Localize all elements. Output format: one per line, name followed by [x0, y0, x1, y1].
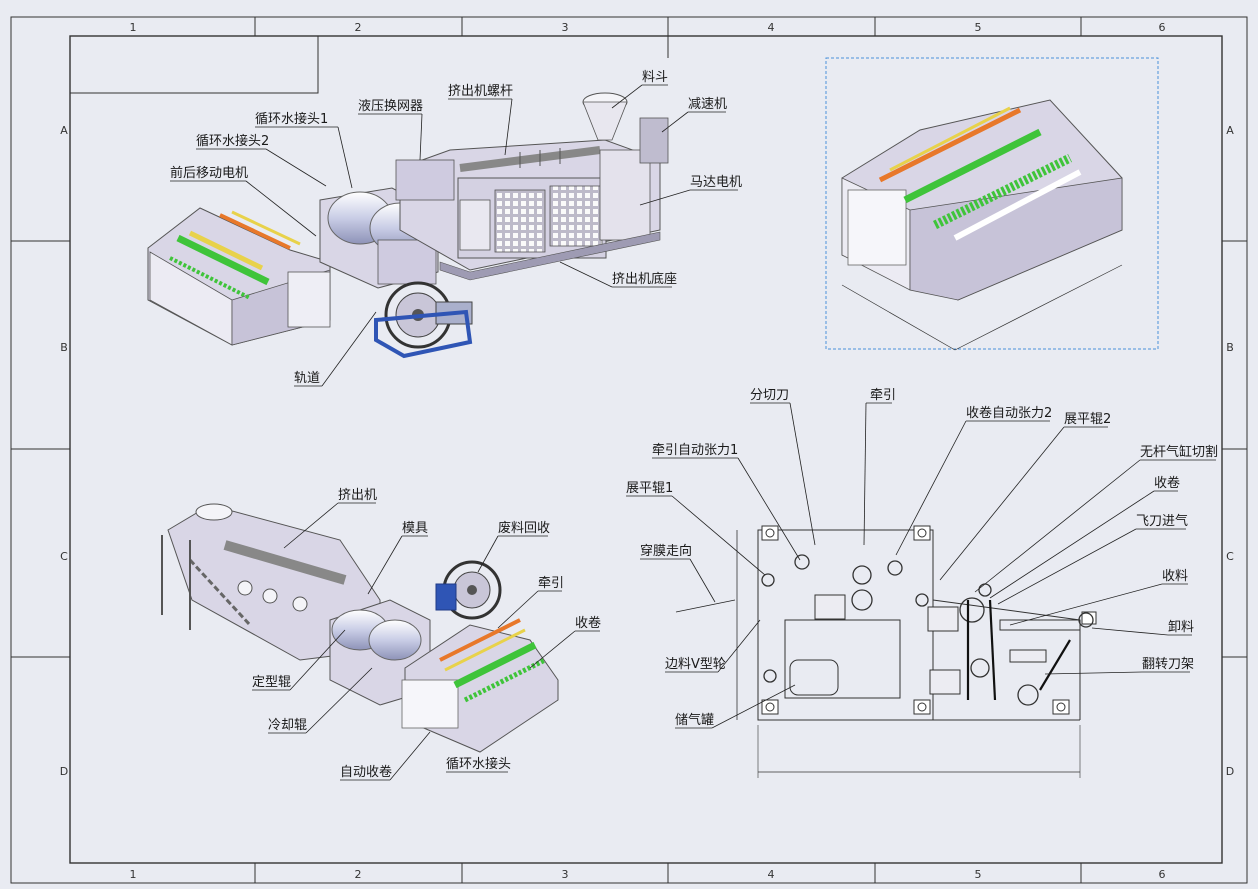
callout-spread-roll-2: 展平辊2: [1064, 412, 1111, 427]
callout-track: 轨道: [294, 371, 320, 386]
iso-view-rear: [161, 503, 559, 753]
callout-air-tank: 储气罐: [675, 712, 714, 728]
row-label-right-a: A: [1226, 124, 1234, 137]
col-label-top-6: 6: [1159, 21, 1166, 34]
col-label-bottom-5: 5: [975, 868, 982, 881]
waste-reel-top: [374, 281, 473, 359]
winder-unit-left: [147, 207, 331, 346]
winder-unit-bottom: [401, 618, 559, 753]
column-labels-top: 1 2 3 4 5 6: [130, 21, 1166, 34]
callout-rodless-cut: 无杆气缸切割: [1140, 444, 1218, 460]
callout-cooling-roll: 冷却辊: [268, 718, 307, 733]
column-labels-bottom: 1 2 3 4 5 6: [130, 868, 1166, 881]
callout-waste-recycle: 废料回收: [498, 520, 550, 536]
waste-reel-bottom: [435, 560, 502, 620]
col-label-bottom-6: 6: [1159, 868, 1166, 881]
callout-spread-roll-1: 展平辊1: [626, 481, 673, 496]
callout-traction: 牵引: [538, 576, 564, 591]
row-label-left-b: B: [60, 341, 68, 354]
plan-view: [736, 525, 1097, 778]
callout-base: 挤出机底座: [612, 271, 677, 287]
callout-hydraulic-changer: 液压换网器: [358, 99, 423, 114]
row-labels-right: A B C D: [1226, 124, 1234, 778]
col-label-bottom-1: 1: [130, 868, 137, 881]
col-label-top-2: 2: [355, 21, 362, 34]
col-label-top-1: 1: [130, 21, 137, 34]
callout-plan-winding: 收卷: [1154, 475, 1180, 491]
callouts-bottom-left: 挤出机 模具 废料回收 牵引 收卷 定型辊 冷却辊 自动收卷 循环水接头: [252, 488, 601, 781]
row-label-right-d: D: [1226, 765, 1234, 778]
callout-traction-tension-1: 牵引自动张力1: [652, 443, 738, 458]
iso-view-main-line: [147, 92, 669, 359]
col-label-top-5: 5: [975, 21, 982, 34]
callout-auto-winding: 自动收卷: [340, 764, 392, 780]
row-labels-left: A B C D: [60, 124, 68, 778]
iso-detail-winder: [825, 57, 1159, 351]
callout-flip-knife-rack: 翻转刀架: [1142, 657, 1194, 672]
row-label-right-b: B: [1226, 341, 1234, 354]
callouts-top: 料斗 挤出机螺杆 液压换网器 循环水接头1 循环水接头2 前后移动电机 减速机 …: [170, 70, 742, 387]
callout-screw: 挤出机螺杆: [448, 84, 513, 99]
detail-view-frame: [825, 57, 1159, 350]
callout-plan-traction: 牵引: [870, 388, 896, 403]
callout-winding-tension-2: 收卷自动张力2: [966, 405, 1052, 421]
callout-die: 模具: [402, 521, 428, 536]
col-label-top-4: 4: [768, 21, 775, 34]
callout-water-joint-2: 循环水接头2: [196, 133, 269, 149]
callout-reducer: 减速机: [688, 97, 727, 112]
callout-forming-roll: 定型辊: [252, 675, 291, 690]
row-label-left-d: D: [60, 765, 68, 778]
callout-water-joint-1: 循环水接头1: [255, 111, 328, 127]
callout-take-up: 收料: [1162, 569, 1188, 584]
outer-frame: [10, 16, 1248, 884]
col-label-top-3: 3: [562, 21, 569, 34]
title-block-top-left: [70, 36, 319, 94]
callout-fly-knife-air: 飞刀进气: [1136, 513, 1188, 529]
callout-extruder: 挤出机: [338, 488, 377, 503]
callout-edge-v-wheel: 边料V型轮: [665, 657, 726, 672]
callout-winding: 收卷: [575, 615, 601, 631]
callout-film-path: 穿膜走向: [640, 543, 692, 559]
callout-move-motor: 前后移动电机: [170, 165, 248, 181]
callouts-plan: 分切刀 牵引 收卷自动张力2 展平辊2 牵引自动张力1 无杆气缸切割 展平辊1 …: [626, 388, 1218, 729]
col-label-bottom-3: 3: [562, 868, 569, 881]
row-label-left-a: A: [60, 124, 68, 137]
callout-unload: 卸料: [1168, 619, 1194, 635]
callout-motor: 马达电机: [690, 175, 742, 190]
extruder-top: [395, 92, 669, 281]
callout-hopper: 料斗: [642, 70, 668, 85]
col-label-bottom-2: 2: [355, 868, 362, 881]
callout-slitter: 分切刀: [750, 388, 789, 403]
row-label-right-c: C: [1226, 550, 1234, 563]
col-label-bottom-4: 4: [768, 868, 775, 881]
row-label-left-c: C: [60, 550, 68, 563]
callout-water-joint: 循环水接头: [446, 756, 511, 772]
zone-ticks: [11, 17, 1247, 883]
